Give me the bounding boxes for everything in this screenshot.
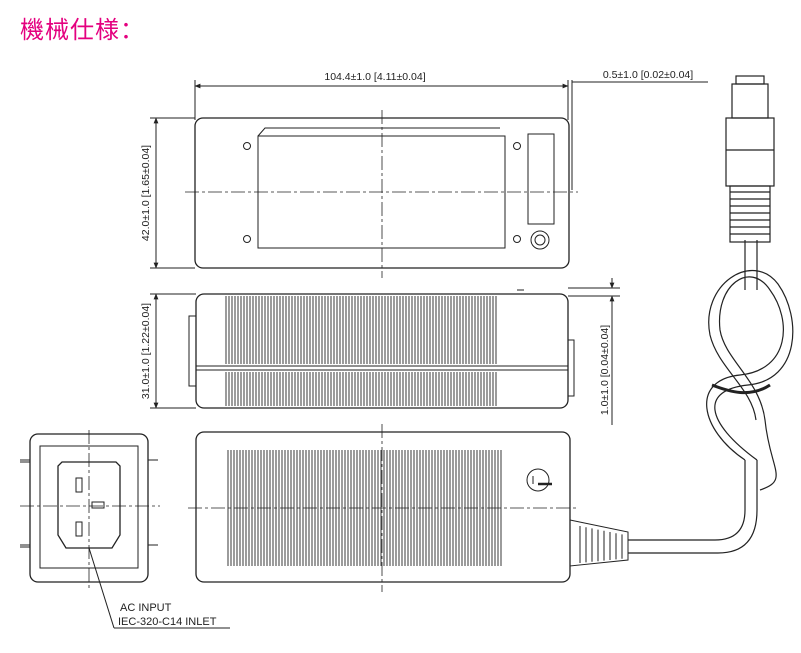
width-dimension: 42.0±1.0 [1.65±0.04]: [140, 145, 152, 241]
neutral-pin: [75, 521, 83, 537]
earth-pin: [91, 501, 105, 509]
top-view: [150, 80, 708, 278]
live-pin: [75, 477, 83, 493]
power-icon: [526, 468, 552, 492]
bottom-view: [188, 424, 758, 592]
inlet-label: IEC-320-C14 INLET: [118, 616, 217, 628]
height-dimension: 31.0±1.0 [1.22±0.04]: [140, 303, 152, 399]
ac-inlet-view: [20, 430, 230, 629]
page-title: 機械仕様：: [20, 16, 145, 44]
dc-cable: [706, 75, 794, 491]
side-view: [150, 278, 620, 425]
top-gap-dimension: 0.5±1.0 [0.02±0.04]: [603, 69, 693, 81]
ac-input-label: AC INPUT: [120, 602, 172, 614]
length-dimension: 104.4±1.0 [4.11±0.04]: [324, 71, 425, 83]
side-gap-dimension: 1.0±1.0 [0.04±0.04]: [599, 325, 611, 415]
